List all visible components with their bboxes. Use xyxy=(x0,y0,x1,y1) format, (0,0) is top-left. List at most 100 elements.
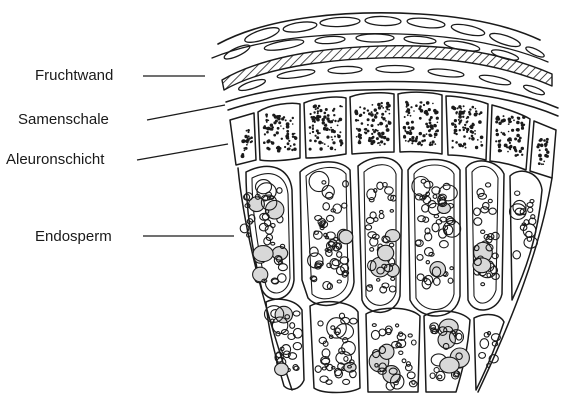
aleurone-granule xyxy=(382,107,384,109)
aleurone-granule xyxy=(508,131,510,133)
starch-grain xyxy=(385,230,399,242)
aleurone-granule xyxy=(497,117,500,120)
aleurone-granule xyxy=(428,129,431,132)
starch-grain xyxy=(408,334,412,337)
aleurone-granule xyxy=(434,133,438,137)
aleurone-granule xyxy=(376,112,379,115)
aleurone-granule xyxy=(276,115,280,119)
starch-grain xyxy=(474,218,482,226)
aleurone-granule xyxy=(360,134,362,136)
aleurone-granule xyxy=(507,151,509,153)
aleurone-granule xyxy=(424,110,428,114)
aleurone-granule xyxy=(429,143,432,146)
aleurone-granule xyxy=(355,112,359,116)
aleurone-granule xyxy=(288,140,290,142)
starch-grain xyxy=(318,321,323,326)
aleurone-granule xyxy=(519,137,522,140)
aleurone-granule xyxy=(469,137,471,139)
aleurone-granule xyxy=(462,126,464,128)
starch-grain xyxy=(322,181,326,184)
aleurone-granule xyxy=(276,131,279,134)
aleurone-granule xyxy=(357,128,361,132)
starch-grain xyxy=(372,324,376,327)
pericarp-hatched-band xyxy=(222,46,552,90)
aleurone-granule xyxy=(356,128,358,130)
aleurone-granule xyxy=(319,147,322,150)
aleurone-granule xyxy=(458,119,460,121)
aleurone-granule xyxy=(322,121,325,124)
aleurone-granule xyxy=(377,142,379,144)
aleurone-granule xyxy=(467,116,470,119)
aleurone-granule xyxy=(411,142,413,144)
starch-grain xyxy=(322,367,326,370)
aleurone-granule xyxy=(330,127,332,129)
aleurone-granule xyxy=(419,101,421,103)
aleurone-granule xyxy=(403,126,406,129)
aleurone-granule xyxy=(498,122,501,125)
aleurone-granule xyxy=(517,154,519,156)
starch-grain xyxy=(264,237,271,245)
aleurone-granule xyxy=(430,142,432,144)
aleurone-granule xyxy=(316,118,320,122)
aleurone-granule xyxy=(334,149,336,151)
aleurone-granule xyxy=(538,162,541,165)
starch-grain xyxy=(487,273,491,277)
aleurone-granule xyxy=(381,132,385,136)
aleurone-granule xyxy=(407,114,409,116)
aleurone-granule xyxy=(372,140,376,144)
starch-grain xyxy=(259,223,268,231)
aleurone-granule xyxy=(546,138,549,141)
starch-grain xyxy=(488,199,492,202)
aleurone-granule xyxy=(406,106,408,108)
starch-grain xyxy=(486,183,491,187)
starch-grain xyxy=(489,208,496,214)
starch-grain xyxy=(282,345,291,355)
aleurone-granule xyxy=(521,154,523,156)
aleurone-granule xyxy=(511,116,513,118)
starch-grain xyxy=(366,217,374,223)
starch-grain xyxy=(275,363,289,375)
aleurone-granule xyxy=(363,107,366,110)
aleurone-granule xyxy=(475,108,477,110)
aleurone-granule xyxy=(458,115,462,119)
starch-grain xyxy=(325,363,329,366)
aleurone-granule xyxy=(381,113,384,116)
starch-grain xyxy=(407,372,415,379)
aleurone-granule xyxy=(496,133,499,136)
aleurone-granule xyxy=(434,136,436,138)
aleurone-granule xyxy=(429,124,433,128)
starch-grain xyxy=(528,207,533,212)
aleurone-granule xyxy=(278,121,281,124)
aleurone-granule xyxy=(294,133,296,135)
aleurone-granule xyxy=(372,104,374,106)
aleurone-granule xyxy=(459,110,463,114)
aleurone-granule xyxy=(480,144,483,147)
aleurone-granule xyxy=(327,145,329,147)
aleurone-granule xyxy=(337,125,339,127)
aleurone-granule xyxy=(523,124,525,126)
aleurone-granule xyxy=(420,109,424,113)
aleurone-granule xyxy=(356,136,358,138)
aleurone-granule xyxy=(385,120,387,122)
starch-grain xyxy=(480,339,489,349)
aleurone-granule xyxy=(419,132,422,135)
aleurone-granule xyxy=(325,108,328,111)
aleurone-granule xyxy=(463,143,466,146)
aleurone-granule xyxy=(517,139,521,143)
aleurone-granule xyxy=(406,122,410,126)
aleurone-granule xyxy=(371,133,373,135)
starch-grain xyxy=(343,379,350,384)
aleurone-granule xyxy=(281,138,283,140)
starch-grain xyxy=(391,277,395,280)
aleurone-granule xyxy=(426,101,430,105)
aleurone-granule xyxy=(309,132,311,134)
aleurone-granule xyxy=(409,138,412,141)
aleurone-granule xyxy=(277,149,281,153)
starch-grain xyxy=(438,375,442,379)
aleurone-granule xyxy=(467,130,469,132)
starch-grain xyxy=(337,252,342,258)
starch-grain xyxy=(370,248,374,252)
starch-grain xyxy=(389,286,395,292)
aleurone-granule xyxy=(324,143,326,145)
starch-grain xyxy=(344,357,348,362)
